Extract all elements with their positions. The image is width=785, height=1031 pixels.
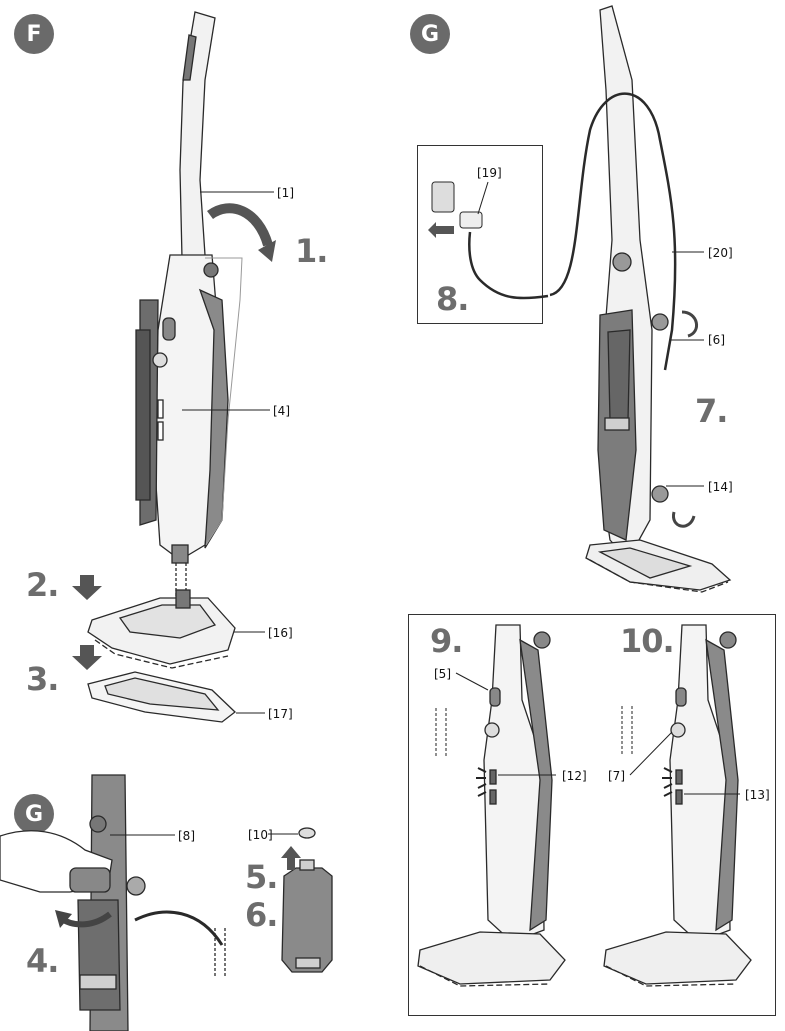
tank-removal-illustration [0,774,226,1031]
steps-9-10-frame [408,614,776,1016]
step-10-label: 10. [620,622,675,660]
callout-12: [12] [562,769,587,783]
wall-socket-frame [417,145,543,324]
callout-13: [13] [745,788,770,802]
steam-mop-g-illustration [585,5,732,593]
step-7-label: 7. [695,392,728,430]
callout-4: [4] [273,404,290,418]
wall-socket-icon [431,181,455,213]
section-badge-g-bottom: G [14,794,54,834]
mop-head-16-illustration [87,589,236,669]
callout-8: [8] [178,829,195,843]
step-5-label: 5. [245,858,278,896]
plug-icon [459,211,483,229]
step-3-label: 3. [26,660,59,698]
section-badge-g-top: G [410,14,450,54]
step-6-label: 6. [245,896,278,934]
steam-mop-step10-illustration [603,624,752,987]
step-2-label: 2. [26,566,59,604]
section-badge-f: F [14,14,54,54]
up-arrow-icon [281,846,301,870]
down-arrow-icon [72,575,102,600]
callout-1: [1] [277,186,294,200]
callout-5: [5] [434,667,451,681]
callout-7: [7] [608,769,625,783]
power-cord [549,92,677,371]
mop-pad-17-illustration [87,671,236,723]
callout-14: [14] [708,480,733,494]
left-arrow-icon [428,222,454,238]
step-1-label: 1. [295,232,328,270]
down-arrow-icon [72,645,102,670]
callout-10: [10] [248,828,273,842]
step-4-label: 4. [26,942,59,980]
rotate-arrow-icon [207,203,273,247]
water-tank-illustration [281,827,333,973]
callout-6: [6] [708,333,725,347]
callout-16: [16] [268,626,293,640]
step-8-label: 8. [436,280,469,318]
steam-mop-step9-illustration [417,624,566,987]
callout-17: [17] [268,707,293,721]
step-9-label: 9. [430,622,463,660]
steam-mop-f-illustration [135,11,243,598]
callout-19: [19] [477,166,502,180]
callout-20: [20] [708,246,733,260]
